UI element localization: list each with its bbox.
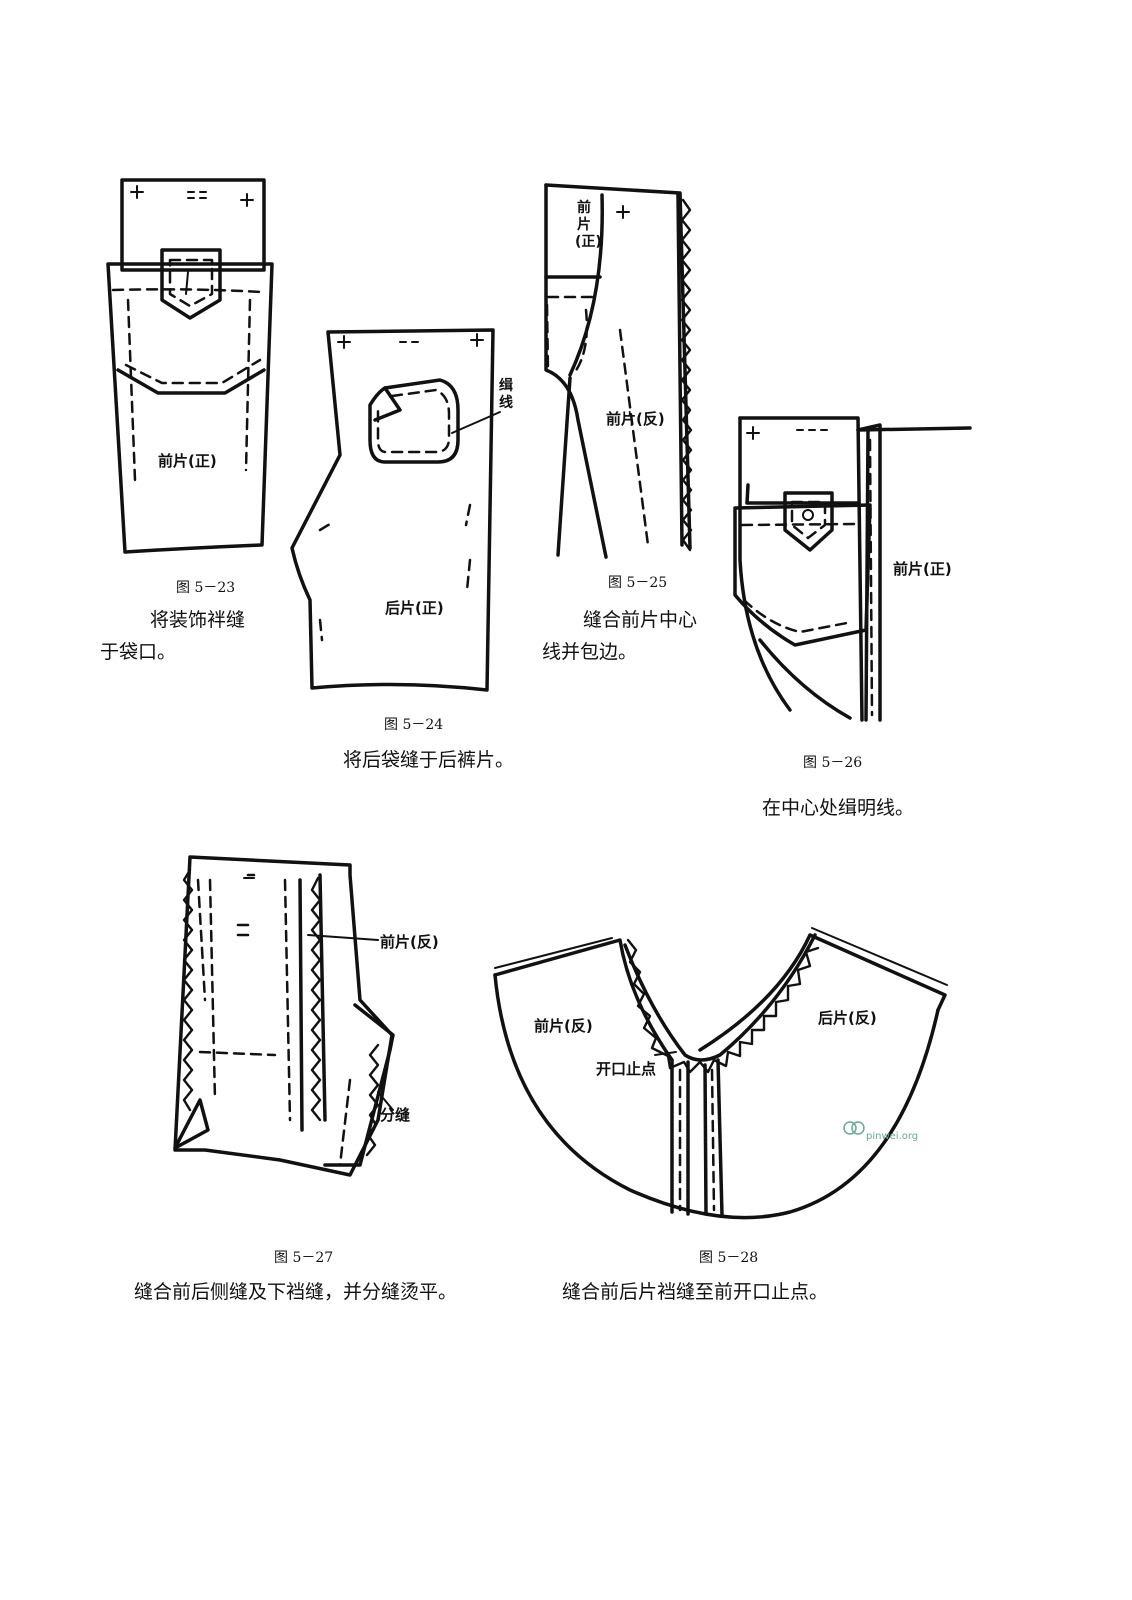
tab-stitch: [790, 500, 827, 540]
figure-desc-5-28: 缝合前后片裆缝至前开口止点。: [562, 1281, 829, 1303]
back-panel-outline: [290, 328, 495, 692]
label-back-right-side: 后片(正): [385, 599, 444, 617]
figure-desc-5-24: 将后袋缝于后裤片。: [343, 749, 515, 771]
split-zigzag: [365, 1043, 380, 1157]
decorative-tab: [160, 248, 222, 320]
panel-outline: [738, 416, 864, 722]
figure-desc-5-23-line2: 于袋口。: [100, 641, 177, 663]
figure-desc-5-23-line1: 将装饰袢缝: [150, 609, 246, 631]
cross-mark: [616, 205, 630, 219]
pocket-stitch: [740, 522, 860, 634]
tab-inner-stitch: [168, 258, 214, 308]
cross-mark: [130, 185, 254, 207]
front-top-line: [544, 183, 692, 550]
label-front-right-side-vertical: 前片(正): [575, 200, 602, 250]
figure-5-23-drawing: [106, 178, 274, 554]
label-opening-stop-point: 开口止点: [596, 1060, 657, 1078]
figure-5-28-drawing: [493, 927, 948, 1220]
figure-caption-5-28: 图 5－28: [699, 1250, 759, 1266]
figure-desc-5-27: 缝合前后侧缝及下裆缝，并分缝烫平。: [134, 1281, 458, 1303]
watermark-text: pinwei.org: [866, 1131, 919, 1142]
tab: [783, 491, 834, 552]
figure-desc-5-25-line2: 线并包边。: [542, 641, 638, 663]
back-pocket: [368, 378, 460, 464]
label-front-wrong-side: 前片(反): [534, 1017, 593, 1035]
left-edge: [738, 416, 792, 712]
left-zigzag: [182, 868, 194, 1112]
figure-5-26-drawing: [733, 416, 972, 722]
label-back-wrong-side: 后片(反): [818, 1009, 877, 1027]
waistband-piece: [120, 178, 266, 272]
right-edge: [676, 193, 684, 547]
crotch-zigzag: [626, 938, 820, 1074]
side-stitch: [126, 298, 252, 482]
pocket-opening-dashline: [111, 288, 264, 294]
bottom-curve: [493, 973, 940, 1220]
figure-caption-5-27: 图 5－27: [274, 1250, 334, 1266]
label-stitch-line: 缉线: [499, 378, 513, 411]
figure-5-24-drawing: [290, 328, 501, 692]
front-stitch-2: [618, 328, 650, 547]
front-opening-stitch: [678, 1068, 716, 1212]
stitch-leader-line: [451, 411, 501, 434]
bottom-slit: [173, 1098, 210, 1150]
front-right-outline: [544, 183, 608, 559]
label-split-seam: 分缝: [380, 1106, 411, 1124]
pocket-outline: [116, 368, 266, 395]
center-topstitch: [868, 438, 874, 717]
pant-outline: [173, 855, 394, 1177]
label-front-wrong-side: 前片(反): [606, 410, 665, 428]
label-front-right-side: 前片(正): [158, 452, 217, 470]
center-curve: [556, 376, 572, 557]
figure-caption-5-23: 图 5－23: [176, 580, 236, 596]
figure-caption-5-25: 图 5－25: [608, 575, 668, 591]
back-pocket-stitch: [376, 388, 451, 454]
dash-lines: [196, 873, 352, 1167]
tab-center-mark: [185, 271, 189, 295]
band-line: [745, 483, 860, 505]
split-seam: [323, 1003, 395, 1167]
inner-panel: [298, 873, 327, 1132]
back-marks: [337, 333, 484, 349]
back-edge-dash: [318, 503, 472, 642]
crotch-seam: [623, 933, 817, 1062]
overlap-line: [568, 193, 604, 377]
pocket-stitch: [124, 358, 262, 385]
watermark-logo: [843, 1121, 857, 1135]
right-panel-top-inner: [811, 927, 948, 986]
pocket-outline: [733, 503, 872, 647]
dash-mark: [187, 191, 207, 199]
figure-caption-5-26: 图 5－26: [803, 755, 863, 771]
middle-zigzag: [310, 876, 322, 1122]
left-panel-top: [493, 938, 674, 1062]
figure-5-27-drawing: [173, 855, 395, 1177]
watermark-logo: [851, 1121, 865, 1135]
figure-desc-5-25-line1: 缝合前片中心: [583, 609, 698, 631]
figure-caption-5-24: 图 5－24: [384, 717, 444, 733]
back-pocket-fold: [373, 386, 402, 422]
front-reverse-leader: [307, 934, 379, 941]
front-opening-lines: [670, 1058, 724, 1217]
cross-mark: [746, 426, 760, 440]
right-panel-top: [698, 933, 947, 1052]
overlock-zigzag: [680, 198, 693, 552]
front-panel-outline: [106, 262, 274, 554]
tab-button: [802, 509, 814, 521]
figure-desc-5-26: 在中心处缉明线。: [762, 797, 915, 819]
split-seam-leader: [377, 1091, 394, 1111]
front-stitch: [545, 295, 597, 374]
opening-stop-leader: [654, 1051, 677, 1056]
label-front-right-side: 前片(正): [893, 560, 952, 578]
label-front-wrong-side: 前片(反): [380, 933, 439, 951]
left-panel-top-inner: [494, 937, 613, 969]
figure-5-25-drawing: [544, 183, 693, 559]
leg-line: [758, 638, 852, 720]
flap-line: [856, 426, 972, 432]
